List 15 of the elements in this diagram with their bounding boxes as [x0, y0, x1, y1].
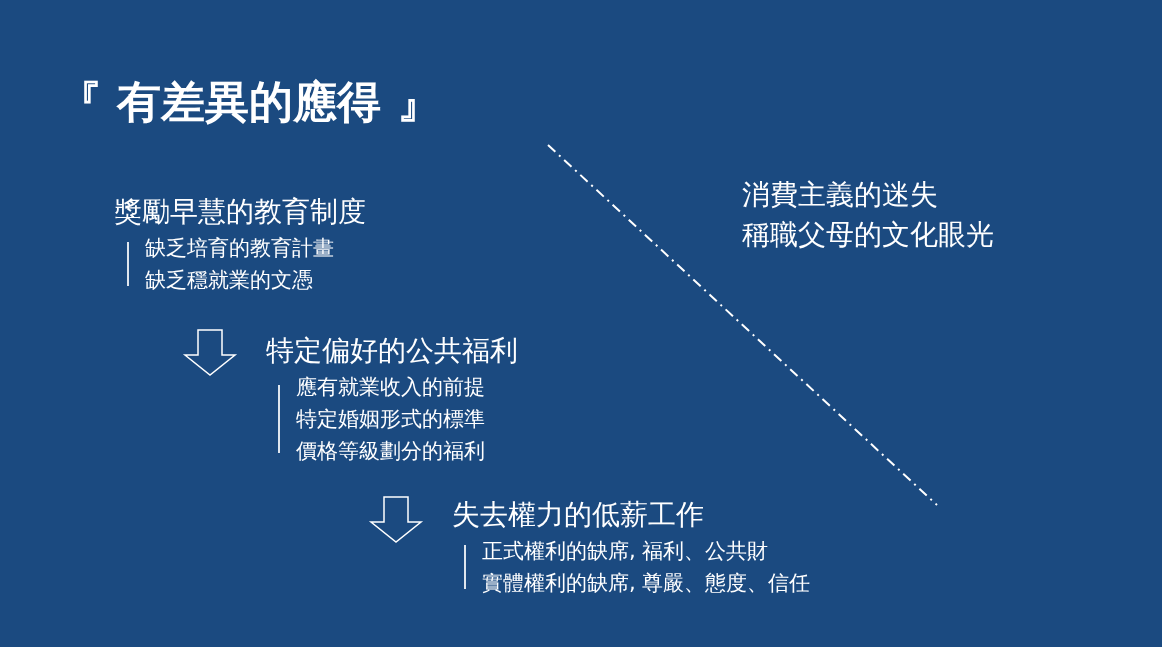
note-text: 稱職父母的文化眼光	[742, 217, 994, 253]
title: 『 有差異的應得 』	[58, 75, 441, 129]
list-item-text: 實體權利的缺席, 尊嚴、態度、信任	[482, 570, 811, 597]
heading-text: 特定偏好的公共福利	[266, 333, 518, 369]
list-item-text: 正式權利的缺席, 福利、公共財	[482, 538, 770, 565]
heading-text: 獎勵早慧的教育制度	[114, 194, 366, 230]
list-item-text: 特定婚姻形式的標準	[296, 406, 486, 433]
list-item-text: 價格等級劃分的福利	[296, 438, 486, 465]
list-item-text: 應有就業收入的前提	[296, 374, 486, 401]
note-text: 消費主義的迷失	[742, 177, 938, 213]
heading-text: 失去權力的低薪工作	[452, 497, 705, 533]
down-arrow	[368, 496, 424, 543]
down-arrow	[182, 329, 238, 376]
list-item-text: 缺乏培育的教育計畫	[145, 235, 335, 262]
list-item-text: 缺乏穩就業的文憑	[145, 267, 314, 294]
